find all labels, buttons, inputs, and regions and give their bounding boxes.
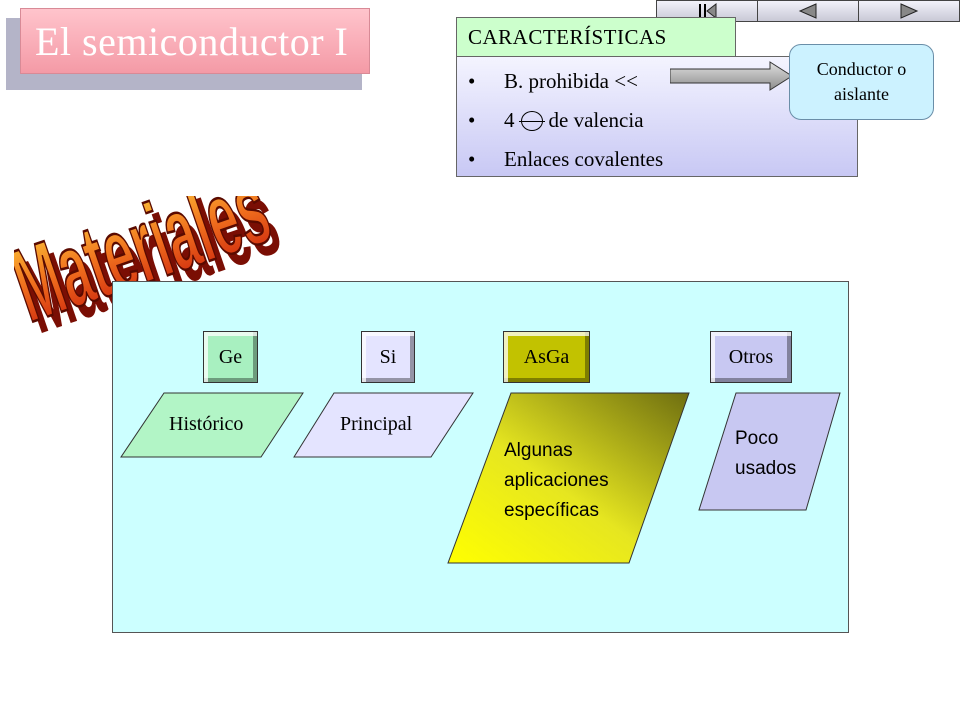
otros-description: Poco usados: [735, 424, 796, 484]
triangle-left-icon: [798, 3, 817, 19]
bullet: •: [468, 147, 476, 171]
ge-description-shape: [120, 392, 304, 458]
characteristics-header: CARACTERÍSTICAS: [456, 17, 736, 57]
otros-description-shape: [698, 392, 841, 511]
characteristics-list: • B. prohibida << • 4 de valencia • Enla…: [468, 62, 663, 179]
characteristic-item: • Enlaces covalentes: [468, 140, 663, 179]
characteristic-item: • 4 de valencia: [468, 101, 663, 140]
material-tag-ge: Ge: [203, 331, 258, 383]
bullet: •: [468, 69, 476, 93]
material-tag-asga: AsGa: [503, 331, 590, 383]
asga-description: Algunas aplicaciones específicas: [504, 436, 609, 526]
bullet: •: [468, 108, 476, 132]
callout-line: Conductor o: [816, 59, 907, 79]
title-box: El semiconductor I: [20, 8, 370, 74]
conductor-insulator-callout: Conductor o aislante: [789, 44, 934, 120]
characteristic-item: • B. prohibida <<: [468, 62, 663, 101]
characteristic-valence-label: de valencia: [548, 108, 644, 132]
description-line: usados: [735, 458, 797, 479]
callout-line: aislante: [834, 84, 889, 104]
asga-description-shape: [447, 392, 690, 564]
skip-to-start-icon: [699, 3, 717, 19]
material-tag-si: Si: [361, 331, 415, 383]
characteristic-valence-count: 4: [504, 108, 515, 132]
description-line: Algunas: [504, 440, 573, 461]
right-arrow-icon: [670, 61, 793, 91]
ge-description: Histórico: [169, 413, 243, 436]
characteristic-bonds: Enlaces covalentes: [504, 147, 664, 171]
description-line: Histórico: [169, 413, 244, 435]
slide-title: El semiconductor I: [35, 18, 349, 64]
si-description-shape: [293, 392, 474, 458]
triangle-right-icon: [900, 3, 919, 19]
description-line: específicas: [504, 500, 600, 521]
description-line: Principal: [340, 413, 413, 435]
description-line: aplicaciones: [504, 470, 609, 491]
description-line: Poco: [735, 428, 779, 449]
si-description: Principal: [340, 413, 412, 436]
material-tag-otros: Otros: [710, 331, 792, 383]
previous-slide-button[interactable]: [758, 0, 859, 22]
characteristic-bandgap: B. prohibida <<: [504, 69, 638, 93]
electron-circle-icon: [518, 110, 545, 131]
